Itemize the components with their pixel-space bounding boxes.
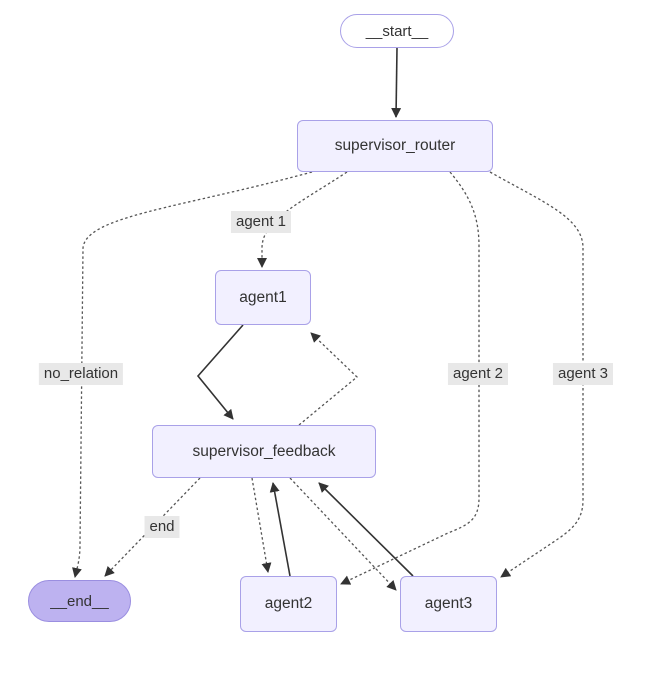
edge-label-agent-3: agent 3	[552, 363, 614, 385]
node-end: __end__	[28, 580, 131, 622]
node-agent1: agent1	[215, 270, 311, 325]
edge-start-to-supervisor-router	[391, 47, 402, 118]
edge-agent1-to-supervisor-feedback	[196, 324, 244, 420]
edge-agent2-to-supervisor-feedback	[269, 482, 291, 577]
edge-label-end: end	[144, 516, 180, 538]
edge-feedback-to-agent3	[289, 477, 397, 591]
node-supervisor-feedback: supervisor_feedback	[152, 425, 376, 478]
node-agent1-label: agent1	[239, 288, 287, 306]
edge-agent3-to-supervisor-feedback	[318, 482, 414, 577]
node-start: __start__	[340, 14, 454, 48]
edge-label-agent-2: agent 2	[447, 363, 509, 385]
edge-label-agent-1: agent 1	[230, 211, 292, 233]
node-supervisor-router: supervisor_router	[297, 120, 493, 172]
edge-feedback-to-agent2	[251, 477, 272, 573]
node-agent3: agent3	[400, 576, 497, 632]
node-supervisor-router-label: supervisor_router	[334, 137, 456, 154]
node-supervisor-feedback-label: supervisor_feedback	[192, 442, 336, 460]
node-agent2-label: agent2	[264, 595, 313, 612]
node-agent2: agent2	[240, 576, 337, 632]
edge-feedback-to-agent1	[298, 332, 358, 426]
node-end-label: __end__	[50, 592, 109, 610]
node-start-label: __start__	[365, 22, 429, 40]
edge-label-no-relation: no_relation	[38, 363, 124, 385]
node-agent3-label: agent3	[424, 595, 473, 612]
